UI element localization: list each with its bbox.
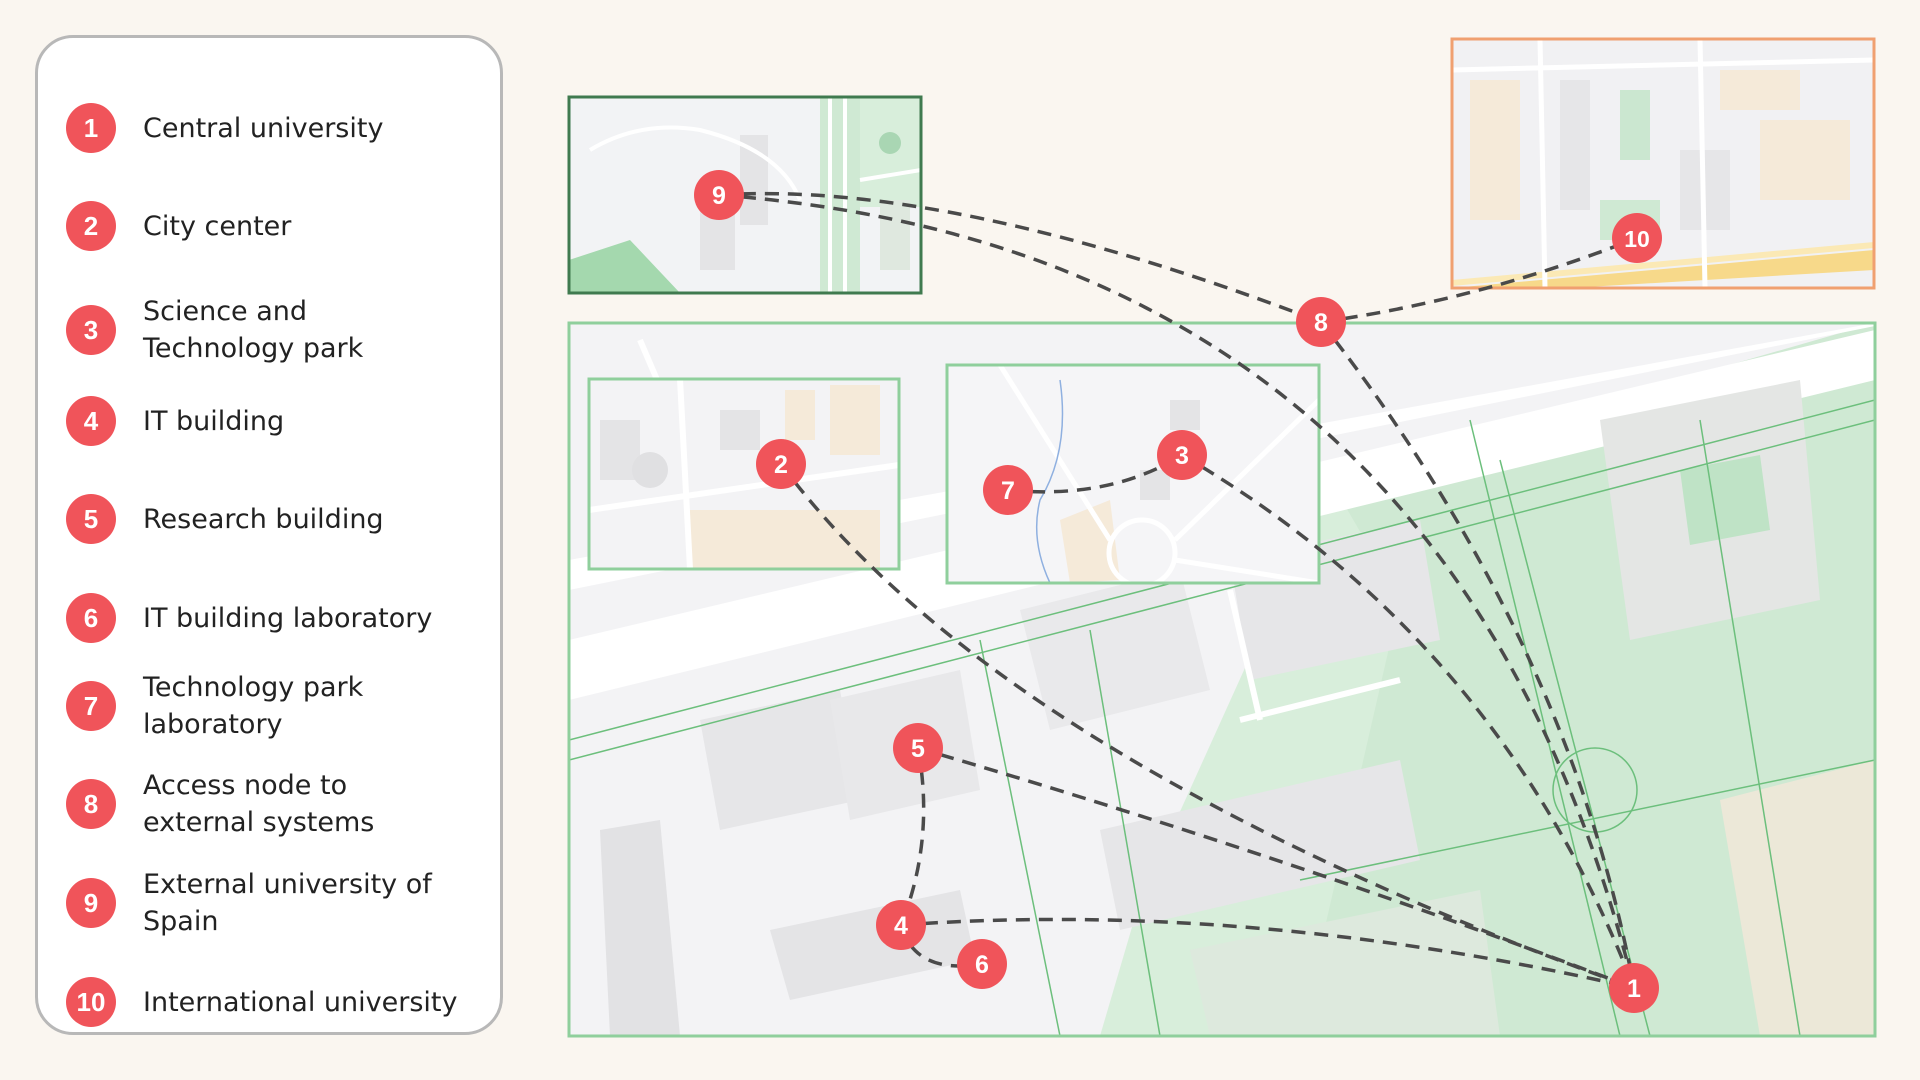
- inset-map-9: [569, 97, 921, 293]
- inset-frame-3: [945, 363, 1321, 585]
- legend-label: Research building: [143, 503, 384, 535]
- marker-10[interactable]: 10: [1612, 213, 1662, 263]
- marker-label: 4: [894, 912, 908, 940]
- marker-label: 8: [1314, 309, 1328, 337]
- legend-item-1: 1 Central university: [66, 98, 486, 158]
- marker-label: 6: [975, 951, 989, 979]
- main-map-frame: [567, 321, 1877, 1038]
- legend-item-10: 10 International university: [66, 964, 486, 1040]
- legend-item-7: 7 Technology park laboratory: [66, 668, 486, 744]
- legend-label: External university of Spain: [143, 869, 432, 937]
- marker-label: 7: [1001, 477, 1015, 505]
- legend-badge: 3: [66, 305, 116, 355]
- legend-badge: 9: [66, 878, 116, 928]
- marker-2[interactable]: 2: [756, 439, 806, 489]
- marker-8[interactable]: 8: [1296, 297, 1346, 347]
- legend-label: Access node to external systems: [143, 770, 375, 838]
- legend-label: Science and Technology park: [143, 296, 364, 364]
- inset-frame-9: [567, 95, 923, 295]
- route-9-1: [718, 193, 1636, 989]
- marker-3[interactable]: 3: [1157, 430, 1207, 480]
- inset-frame-2: [587, 377, 901, 571]
- legend-badge: 10: [66, 977, 116, 1027]
- marker-4[interactable]: 4: [876, 900, 926, 950]
- legend-item-8: 8 Access node to external systems: [66, 766, 486, 842]
- marker-label: 9: [712, 182, 726, 210]
- inset-frame-10: [1450, 37, 1876, 290]
- marker-label: 2: [774, 451, 788, 479]
- inset-map-10: [1452, 39, 1874, 288]
- legend-badge: 1: [66, 103, 116, 153]
- legend-badge: 7: [66, 681, 116, 731]
- legend-item-9: 9 External university of Spain: [66, 865, 486, 941]
- marker-9[interactable]: 9: [694, 170, 744, 220]
- marker-1[interactable]: 1: [1609, 963, 1659, 1013]
- legend-item-2: 2 City center: [66, 196, 486, 256]
- legend-label: IT building laboratory: [143, 602, 433, 634]
- marker-label: 5: [911, 735, 925, 763]
- legend-label: International university: [143, 986, 458, 1018]
- marker-5[interactable]: 5: [893, 723, 943, 773]
- route-8-10: [1320, 236, 1638, 324]
- legend-item-3: 3 Science and Technology park: [66, 292, 486, 368]
- route-3-1: [1181, 453, 1636, 989]
- legend-label: IT building: [143, 405, 285, 437]
- legend-label: Central university: [143, 112, 384, 144]
- marker-6[interactable]: 6: [957, 939, 1007, 989]
- legend-item-5: 5 Research building: [66, 489, 486, 549]
- legend-panel: 1 Central university 2 City center 3 Sci…: [35, 35, 503, 1035]
- legend-badge: 6: [66, 593, 116, 643]
- legend-badge: 4: [66, 396, 116, 446]
- legend-label: Technology park laboratory: [143, 672, 364, 740]
- route-9-8: [718, 191, 1322, 324]
- legend-label: City center: [143, 210, 292, 242]
- legend-item-6: 6 IT building laboratory: [66, 588, 486, 648]
- route-5-1: [917, 746, 1635, 990]
- legend-badge: 5: [66, 494, 116, 544]
- marker-label: 1: [1627, 975, 1641, 1003]
- marker-7[interactable]: 7: [983, 465, 1033, 515]
- inset-map-2: [589, 379, 899, 569]
- legend-item-4: 4 IT building: [66, 391, 486, 451]
- legend-badge: 2: [66, 201, 116, 251]
- legend-badge: 8: [66, 779, 116, 829]
- route-4-1: [900, 917, 1635, 990]
- marker-label: 3: [1175, 442, 1189, 470]
- marker-label: 10: [1624, 226, 1650, 252]
